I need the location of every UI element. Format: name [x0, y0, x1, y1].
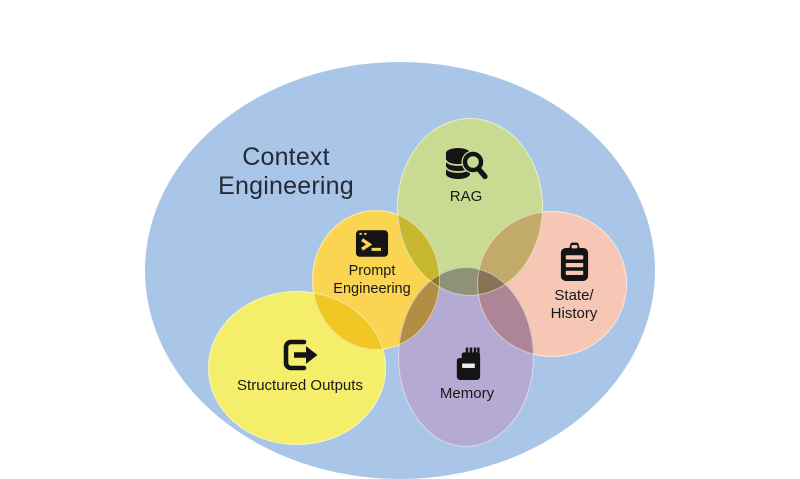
database-search-icon — [445, 148, 488, 180]
export-arrow-icon — [283, 339, 318, 371]
memory-card-icon — [456, 347, 480, 381]
node-memory: Memory — [397, 347, 537, 403]
clipboard-icon — [560, 242, 588, 281]
node-prompt-label-line2: Engineering — [333, 281, 411, 297]
node-prompt-engineering: Prompt Engineering — [302, 229, 442, 298]
node-state-history: State/ History — [512, 242, 636, 323]
node-rag-label: RAG — [449, 188, 483, 205]
node-structured-outputs: Structured Outputs — [188, 337, 412, 395]
node-rag: RAG — [403, 146, 529, 206]
node-state-label-line2: History — [550, 305, 598, 322]
node-memory-label: Memory — [439, 385, 495, 402]
node-structured-label: Structured Outputs — [237, 377, 363, 394]
diagram-title-line2: Engineering — [218, 172, 354, 200]
diagram-title-line1: Context — [242, 143, 330, 171]
node-state-label-line1: State/ — [554, 287, 594, 304]
node-prompt-label-line1: Prompt — [348, 263, 396, 279]
terminal-icon — [355, 230, 389, 257]
diagram-title: Context Engineering — [166, 143, 406, 201]
